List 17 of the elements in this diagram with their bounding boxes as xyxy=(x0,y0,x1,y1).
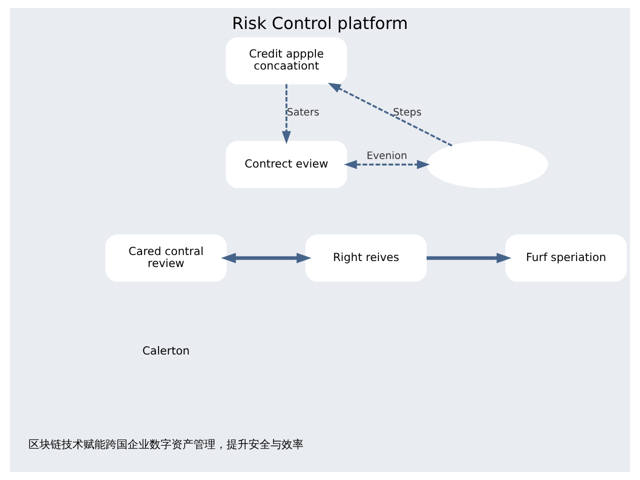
label: 区块链技术赋能跨国企业数字资产管理，提升安全与效率 xyxy=(28,438,304,451)
node-box: Cared contral review xyxy=(105,234,227,282)
node-box: Contrect eview xyxy=(226,140,348,188)
label: Calerton xyxy=(142,344,190,358)
arrow xyxy=(426,252,512,264)
node-box: Right reives xyxy=(305,234,427,282)
node-box: Credit appple concaationt xyxy=(226,37,348,84)
node-ellipse xyxy=(426,140,548,188)
edge-label: Steps xyxy=(393,107,422,118)
edge-label: Saters xyxy=(286,107,320,118)
arrow xyxy=(220,252,312,264)
edge-label: Evenion xyxy=(366,150,408,162)
diagram-title: Risk Control platform xyxy=(232,14,408,33)
node-box: Furf speriation xyxy=(505,234,627,282)
arrow xyxy=(282,84,291,144)
arrow xyxy=(344,160,430,170)
arrow xyxy=(328,82,452,146)
